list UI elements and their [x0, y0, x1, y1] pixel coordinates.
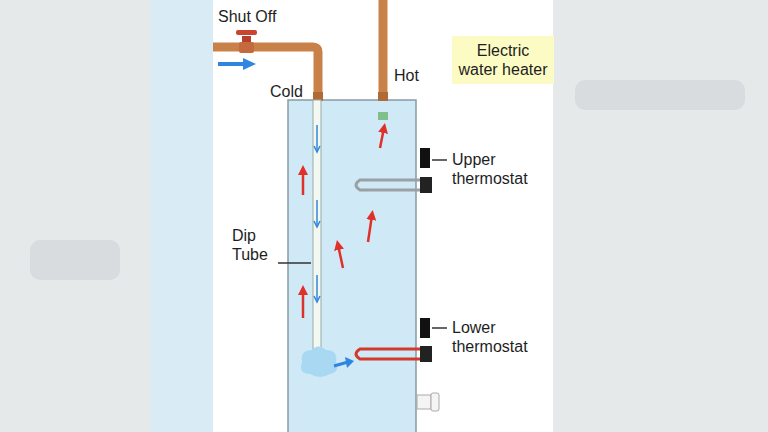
drain-valve: [417, 395, 431, 409]
part-label: Upper thermostat: [452, 150, 550, 188]
title-box: Electric water heater: [452, 36, 554, 84]
lower-leader: [432, 327, 447, 329]
pipe-label: Hot: [394, 66, 444, 85]
title-text: Electric water heater: [457, 41, 549, 79]
upper-element-terminal: [420, 177, 432, 193]
upper-thermostat: [420, 148, 430, 168]
dip-tube: [313, 100, 321, 350]
part-label: Dip Tube: [232, 226, 276, 264]
splash-arrow: [334, 362, 348, 366]
valve-body: [239, 42, 254, 53]
heat-arrows: [303, 128, 384, 318]
blur-shape: [575, 80, 745, 110]
dip-tube-flow: [314, 125, 320, 302]
lower-thermostat: [420, 318, 430, 338]
part-label: Lower thermostat: [452, 318, 550, 356]
background-left: [0, 0, 150, 432]
dip-tube-leader: [278, 262, 311, 264]
water-splash: [301, 347, 337, 378]
lower-element: [356, 349, 428, 359]
background-strip: [150, 0, 213, 432]
upper-element: [356, 180, 428, 190]
inflow-arrowhead: [243, 58, 256, 70]
drain-cap: [431, 393, 439, 411]
background-right: [553, 0, 768, 432]
upper-leader: [432, 159, 447, 161]
splash-arrowhead: [345, 357, 354, 368]
valve-label: Shut Off: [218, 7, 308, 26]
hot-pipe: [379, 0, 388, 100]
inflow-arrow: [218, 62, 246, 66]
lower-element-terminal: [420, 346, 432, 362]
blur-shape: [30, 240, 120, 280]
tank: [288, 100, 416, 432]
valve-handle: [236, 30, 257, 35]
hot-fitting: [378, 92, 388, 101]
hot-outlet: [378, 112, 388, 120]
pipe-label: Cold: [270, 82, 320, 101]
